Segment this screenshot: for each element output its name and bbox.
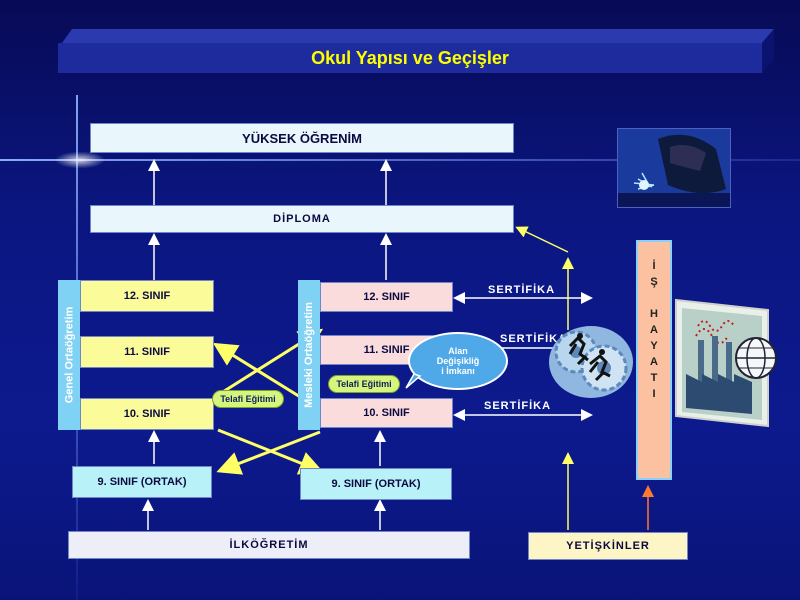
cloud-line: i İmkanı [441,366,475,376]
cloud-tail [405,374,422,389]
genel-ortaogretim-label: Genel Ortaöğretim [58,280,80,430]
factory-globe-image [675,298,777,428]
arrow-cross [217,428,324,475]
decor-sparkle [50,150,110,170]
arrow-to-diploma [515,226,569,253]
cloud-line: Alan [448,346,468,356]
yetiskinler-box: YETİŞKİNLER [528,532,688,560]
diploma-box: DİPLOMA [90,205,514,233]
mesleki-12-sinif: 12. SINIF [320,282,453,312]
is-hayati-letter: T [650,372,658,384]
telafi-egitimi-badge: Telafi Eğitimi [328,375,400,393]
sertifika-label: SERTİFİKA [484,400,552,412]
mesleki-ortaogretim-label: Mesleki Ortaöğretim [298,280,320,430]
genel-10-sinif: 10. SINIF [80,398,214,430]
genel-12-sinif: 12. SINIF [80,280,214,312]
is-hayati-letter: İ [652,260,656,272]
is-hayati-letter: Ş [650,276,658,288]
alan-degisikligi-cloud: Alan Değişikliğ i İmkanı [408,332,508,390]
decor-horizontal-line [0,159,800,161]
telafi-egitimi-badge: Telafi Eğitimi [212,390,284,408]
arrow-cross [216,430,321,475]
mesleki-9-sinif-ortak: 9. SINIF (ORTAK) [300,468,452,500]
is-hayati-letter: Y [650,340,658,352]
is-hayati-letter: A [650,356,658,368]
genel-9-sinif-ortak: 9. SINIF (ORTAK) [72,466,212,498]
page-title: Okul Yapısı ve Geçişler [311,47,509,68]
mesleki-10-sinif: 10. SINIF [320,398,453,428]
sertifika-label: SERTİFİKA [500,333,568,345]
cloud-line: Değişikliğ [436,356,480,366]
gears-runners-image [549,326,633,398]
welder-graphic [618,129,730,207]
title-banner [58,29,774,73]
is-hayati-letter: A [650,324,658,336]
is-hayati-letter: H [650,308,658,320]
yuksek-ogrenim-box: YÜKSEK ÖĞRENİM [90,123,514,153]
ilkogretim-box: İLKÖĞRETİM [68,531,470,559]
genel-11-sinif: 11. SINIF [80,336,214,368]
is-hayati-letter: I [652,388,656,400]
welder-image [617,128,731,208]
is-hayati-column: İ Ş H A Y A T I [636,240,672,480]
sertifika-label: SERTİFİKA [488,284,556,296]
